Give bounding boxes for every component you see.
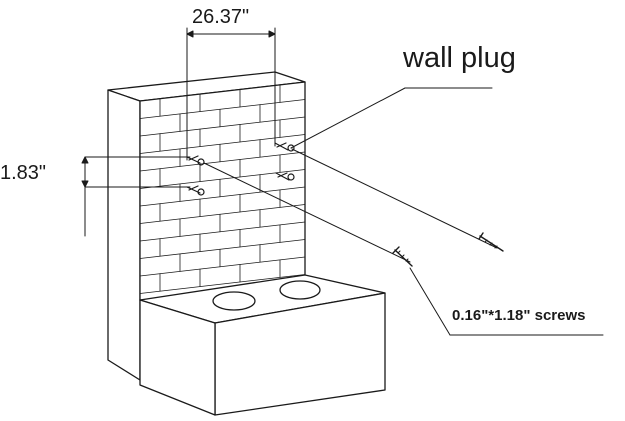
screw-near: [392, 246, 413, 267]
planter-hole-right: [279, 280, 321, 300]
mortar-line: [139, 274, 306, 294]
mortar-line: [139, 221, 306, 242]
mortar-line: [139, 239, 306, 259]
plug-bottom-left: [186, 185, 205, 196]
plug-top-right: [274, 142, 295, 152]
screw-far: [478, 232, 504, 252]
mortar-line: [139, 169, 306, 189]
wall-plug-callout: wall plug: [403, 42, 516, 74]
wall-plug-leader: [290, 87, 493, 149]
height-dimension-label: 1.83": [0, 162, 47, 184]
plug-bottom-right: [275, 172, 295, 181]
mortar-line: [139, 204, 306, 224]
brick-pattern: [139, 84, 306, 294]
screws-leader: [409, 267, 604, 336]
mortar-line: [139, 116, 306, 137]
mortar-line: [139, 99, 306, 119]
width-dimension-label: 26.37": [192, 6, 250, 28]
mounting-plugs: [186, 142, 295, 196]
mortar-line: [139, 134, 306, 154]
mortar-line: [139, 186, 306, 207]
width-dimension: [186, 27, 276, 161]
brick-wall-panel: [107, 71, 306, 381]
plug-top-left: [186, 155, 205, 166]
planter-base-block: [139, 274, 386, 416]
screw-projection-lines: [203, 148, 498, 263]
mortar-line: [139, 256, 306, 277]
screws-callout: 0.16"*1.18" screws: [452, 307, 586, 324]
mortar-line: [139, 151, 306, 172]
height-dimension: [81, 156, 191, 237]
planter-hole-left: [212, 291, 256, 311]
